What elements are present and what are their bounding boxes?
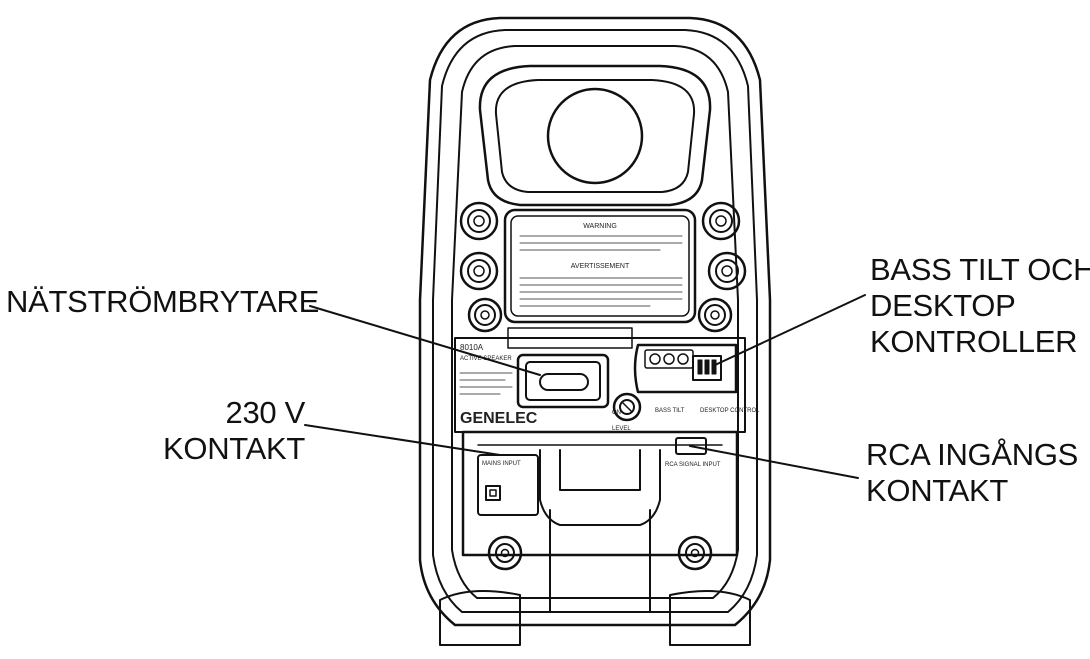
model-number: 8010A	[460, 343, 484, 352]
warning-text-lines	[519, 235, 683, 251]
mains-input-label: MAINS INPUT	[482, 461, 521, 467]
rca-input-socket[interactable]: RCA SIGNAL INPUT	[665, 437, 721, 468]
level-knob[interactable]: LEVEL	[612, 392, 642, 432]
rca-input-label: RCA SIGNAL INPUT	[665, 462, 721, 468]
avertissement-text-lines	[519, 277, 683, 307]
desktop-control-label: DESKTOP CONTROL	[700, 408, 760, 414]
avertissement-title: AVERTISSEMENT	[571, 263, 630, 270]
warning-title: WARNING	[583, 223, 617, 230]
label-bass-tilt: BASS TILT OCH DESKTOP KONTROLLER	[870, 252, 1090, 359]
bass-reflex-port	[478, 64, 712, 207]
rca-input-leader	[689, 445, 859, 479]
warning-plate: WARNING AVERTISSEMENT	[503, 208, 697, 324]
power-switch[interactable]: ON	[516, 353, 621, 416]
brand-logo: GENELEC	[460, 410, 538, 427]
power-connector-leader	[304, 424, 501, 456]
level-label: LEVEL	[612, 426, 631, 432]
lower-screws	[487, 535, 713, 571]
bass-tilt-dip-switch[interactable]: BASS TILT DESKTOP CONTROL	[633, 343, 760, 414]
speaker-cabinet	[418, 16, 772, 627]
bass-tilt-label: BASS TILT	[655, 408, 685, 414]
callout-lines	[304, 294, 866, 479]
shield-text-lines	[459, 372, 513, 395]
mains-input-socket[interactable]: MAINS INPUT	[477, 454, 539, 516]
bass-tilt-leader	[714, 294, 866, 366]
connector-bay	[461, 430, 739, 613]
mounting-nuts	[459, 201, 747, 333]
label-power-switch: NÄTSTRÖMBRYTARE	[6, 284, 319, 319]
label-power-connector: 230 V KONTAKT	[163, 395, 306, 466]
power-switch-leader	[309, 305, 541, 376]
cabinet-feet	[439, 590, 751, 646]
label-rca-input: RCA INGÅNGS KONTAKT	[866, 437, 1079, 508]
